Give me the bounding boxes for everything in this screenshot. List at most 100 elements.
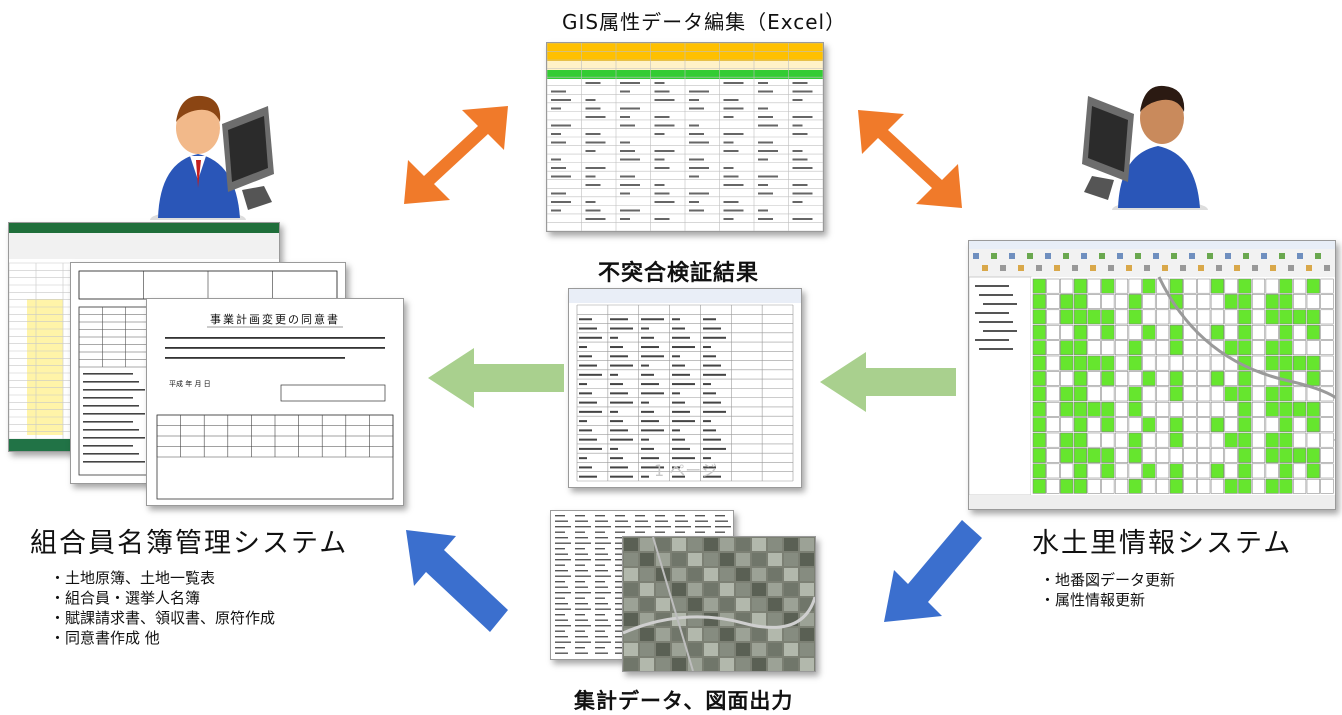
mismatch-cell-text [703,327,721,330]
gis-parcel [1060,294,1074,309]
orange-bidirectional-arrow-right [858,110,962,208]
summary-cell-text [595,570,608,572]
summary-cell-text [575,652,588,654]
gis-parcel [1114,278,1129,294]
excel-cell-text [551,201,571,203]
gis-parcel [1142,371,1156,386]
excel-cell-text [792,158,808,161]
mismatch-cell-text [703,475,721,478]
gis-parcel [1251,309,1266,325]
mismatch-cell-text [703,457,711,460]
aerial-field [656,538,670,551]
gis-parcel [1197,478,1211,494]
gis-parcel [1128,278,1142,294]
excel-cell-text [620,90,630,93]
gis-parcel [1183,401,1197,417]
excel-cell-text [723,184,744,186]
summary-cell-text [575,559,591,561]
mismatch-cell-text [610,447,618,450]
mismatch-cell-text [641,327,649,330]
gis-parcel [1293,294,1307,309]
gis-parcel [1128,309,1142,325]
gis-parcel [1032,417,1046,433]
gis-parcel [1306,448,1320,463]
excel-cell-text [551,141,566,144]
summary-cell-text [575,542,591,544]
gis-parcel [1279,478,1293,494]
gis-parcel [1114,324,1129,340]
mismatch-cell-text [672,410,690,413]
gis-parcel [1087,432,1101,448]
gis-parcel [1306,432,1320,448]
gis-parcel [1224,294,1238,309]
excel-cell-text [654,150,675,152]
mismatch-cell-text [610,420,623,423]
aerial-field [752,553,766,566]
mismatch-cell-text [641,373,654,376]
gis-parcel [1320,401,1334,417]
summary-cell-text [575,548,585,550]
excel-cell-text [723,175,739,178]
aerial-field [704,553,718,566]
excel-cell-text [792,82,808,84]
gis-parcel [1197,340,1211,356]
aerial-field [736,628,750,641]
gis-parcel [1101,448,1115,463]
gis-tool-button [973,253,979,259]
mismatch-cell-text [641,364,649,367]
gis-tool-button [1063,253,1069,259]
summary-cell-text [555,619,568,621]
gis-parcel [1238,371,1252,386]
gis-titlebar [969,241,1335,249]
excel-cell-text [654,124,675,127]
gis-parcel [1101,324,1115,340]
excel-cell-text [689,124,699,127]
summary-cell-text [575,647,585,649]
aerial-field [720,583,734,596]
summary-cell-text [695,526,711,528]
aerial-field [672,643,686,656]
excel-cell-text [654,192,670,195]
mismatch-cell-text [579,475,597,478]
gis-parcel [1128,355,1142,371]
excel-cell-text [620,175,635,178]
mismatch-cell-text [610,373,618,376]
aerial-field [736,658,750,671]
gis-parcel [1114,371,1129,386]
gis-parcel [1073,417,1087,433]
excel-cell-text [689,192,709,195]
gis-parcel [1279,386,1293,402]
ledger-text-line [83,381,139,383]
gis-parcel [1279,401,1293,417]
mismatch-cell-text [610,327,633,330]
gis-parcel [1265,294,1279,309]
excel-cell-text [723,167,734,169]
gis-parcel [1169,278,1183,294]
gis-parcel [1224,432,1238,448]
mismatch-cell-text [610,318,628,321]
excel-cell-text [689,209,704,212]
left-feature-item: ・組合員・選挙人名簿 [50,589,201,607]
gis-tool-button [1000,265,1006,271]
aerial-road [623,596,815,635]
excel-cell-text [551,192,566,195]
gis-tool-button [1270,265,1276,271]
gis-parcel [1306,401,1320,417]
consent-body-line [165,347,385,349]
aerial-field [768,658,782,671]
gis-parcel [1238,278,1252,294]
aerial-field [768,568,782,581]
summary-cell-text [575,603,588,605]
gis-parcel [1197,278,1211,294]
summary-cell-text [555,548,565,550]
summary-cell-text [635,526,651,528]
gis-parcel [1251,417,1266,433]
summary-cell-text [615,515,625,517]
mismatch-cell-text [579,346,587,349]
right-system-title: 水土里情報システム [1032,528,1293,559]
summary-cell-text [555,553,568,555]
excel-cell-text [654,184,665,186]
summary-cell-text [575,575,591,577]
summary-cell-text [555,608,571,610]
summary-cell-text [595,592,611,594]
